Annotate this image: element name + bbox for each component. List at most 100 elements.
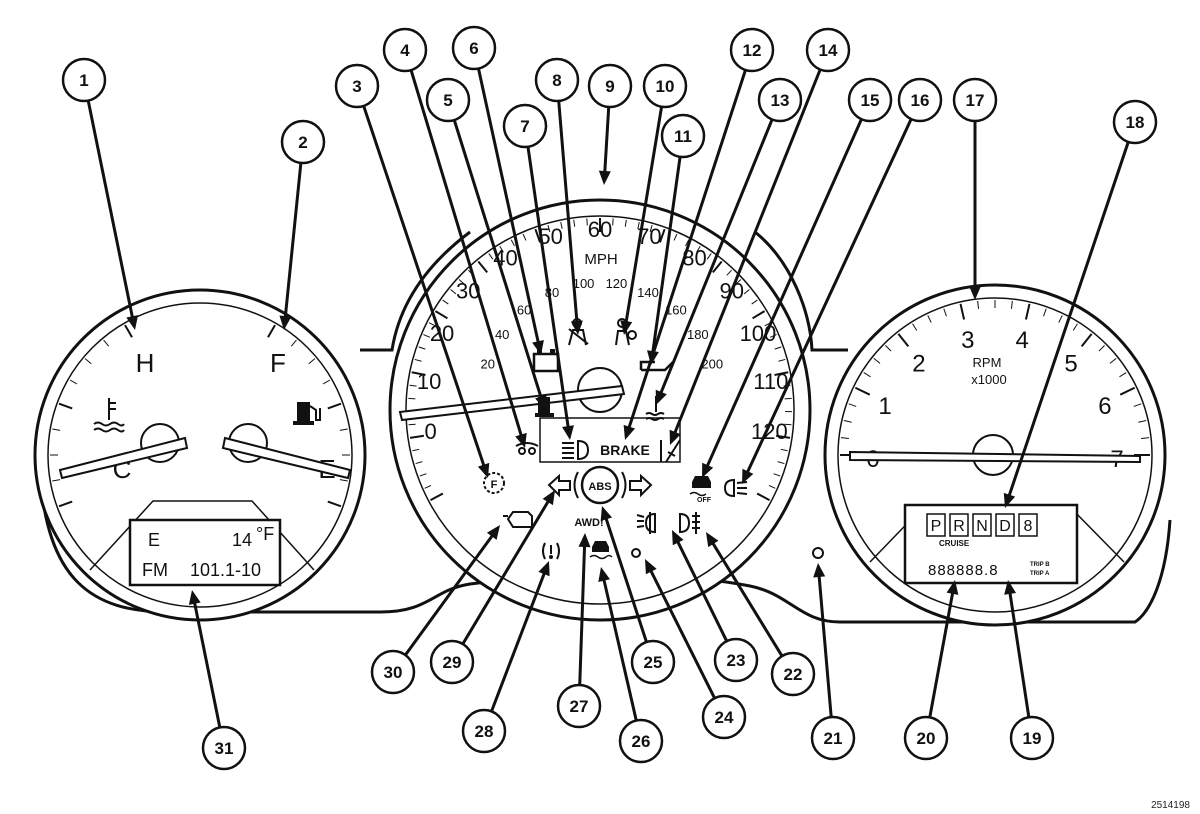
abs-warning-icon: ABS: [573, 465, 627, 505]
callout-arrowhead: [702, 462, 714, 478]
callout-leader: [744, 118, 913, 478]
tach-tick: [1138, 420, 1147, 423]
callout-arrowhead: [188, 590, 201, 605]
callout-arrowhead: [477, 462, 490, 478]
callout-bubble: [770, 651, 816, 697]
speedometer-tick: [409, 384, 417, 387]
callout-leader: [647, 565, 716, 699]
callout-arrowhead: [1004, 580, 1017, 595]
speedometer-tick: [768, 484, 776, 489]
callout-bubble: [587, 63, 633, 109]
callout-leader: [1007, 587, 1031, 718]
check-engine-icon: [503, 511, 533, 528]
callout-bubble: [805, 27, 851, 73]
tach-tick: [1024, 303, 1031, 320]
fuel-gauge-tick: [339, 479, 348, 482]
speedometer-tick: [637, 221, 640, 230]
callout-bubble: [757, 77, 803, 123]
speedometer-tick: [624, 219, 627, 227]
callout-bubble: [897, 77, 943, 123]
callout-arrowhead: [813, 563, 826, 578]
speedometer-tick: [560, 221, 563, 230]
speedometer-tick: [412, 448, 420, 452]
callout-bubble: [630, 639, 676, 685]
callout-number: 21: [824, 729, 843, 748]
speedometer-tick: [777, 461, 785, 465]
callout-bubble: [952, 77, 998, 123]
tach-label: 6: [1098, 393, 1111, 420]
callout-leader: [626, 69, 747, 433]
tach-tick: [1058, 315, 1063, 323]
callout-bubble: [847, 77, 893, 123]
callout-number: 4: [400, 41, 410, 60]
tach-tick: [977, 300, 980, 309]
callout-number: 14: [819, 41, 838, 60]
gear-cell: [926, 513, 946, 537]
callout-leader: [623, 106, 664, 328]
callout-number: 3: [352, 77, 361, 96]
callout-leader: [490, 567, 548, 712]
temp-gauge-tick: [84, 358, 92, 365]
callout-arrowhead: [538, 561, 550, 577]
callout-bubble: [334, 63, 380, 109]
callout-bubble: [382, 27, 428, 73]
speedometer-tick: [450, 289, 457, 295]
callout-bubble: [461, 708, 507, 754]
speedometer-tick: [409, 434, 425, 439]
gear-label: P: [931, 518, 942, 535]
callout-number: 19: [1023, 729, 1042, 748]
callout-arrowhead: [600, 506, 613, 522]
callout-number: 8: [552, 71, 561, 90]
callout-leader: [461, 496, 553, 645]
callout-arrowhead: [598, 567, 610, 582]
speedometer-tick: [726, 269, 732, 276]
compass-heading: E: [148, 530, 160, 550]
callout-leader: [603, 513, 648, 643]
mph-label: 10: [417, 369, 441, 394]
speedometer-tick: [573, 219, 576, 227]
speedometer-tick: [756, 492, 770, 502]
callout-leader: [86, 100, 135, 323]
kmh-label: 100: [573, 276, 595, 291]
tach-tick: [1072, 323, 1078, 331]
fuel-pump-icon: [293, 402, 321, 425]
callout-arrowhead: [532, 340, 544, 355]
tach-tick: [959, 303, 966, 320]
fuel-gauge-tick: [308, 358, 316, 365]
callout-leader: [671, 68, 822, 439]
callout-number: 22: [784, 665, 803, 684]
callout-bubble: [1112, 99, 1158, 145]
callout-arrowhead: [542, 490, 555, 506]
callout-number: 15: [861, 91, 880, 110]
outside-temperature: 14: [232, 530, 252, 550]
trip-b-label: TRIP B: [1030, 562, 1050, 568]
speedometer-tick: [706, 253, 712, 260]
speedometer-tick: [419, 473, 427, 477]
gear-label: N: [976, 518, 988, 535]
gear-label: D: [999, 518, 1011, 535]
callout-leader: [362, 105, 487, 471]
callout-arrowhead: [672, 530, 684, 546]
tach-tick: [1043, 308, 1047, 317]
speedometer-tick: [752, 310, 766, 320]
speedometer-tick: [784, 423, 792, 426]
tach-label: 3: [961, 327, 974, 354]
kmh-label: 40: [495, 327, 509, 342]
callout-leader: [601, 574, 638, 721]
callout-number: 9: [605, 77, 614, 96]
speedometer-tick: [411, 371, 426, 377]
tach-label: 2: [912, 351, 925, 378]
callout-leader: [708, 538, 784, 657]
callout-bubble: [429, 639, 475, 685]
trip-reset-button[interactable]: [812, 547, 824, 559]
callout-number: 30: [384, 663, 403, 682]
fuel-gauge-tick: [290, 339, 297, 347]
tach-tick: [1010, 300, 1013, 309]
callout-number: 6: [469, 39, 478, 58]
temperature-unit: °F: [256, 524, 274, 544]
odometer-digits: 888888.8: [928, 562, 999, 579]
